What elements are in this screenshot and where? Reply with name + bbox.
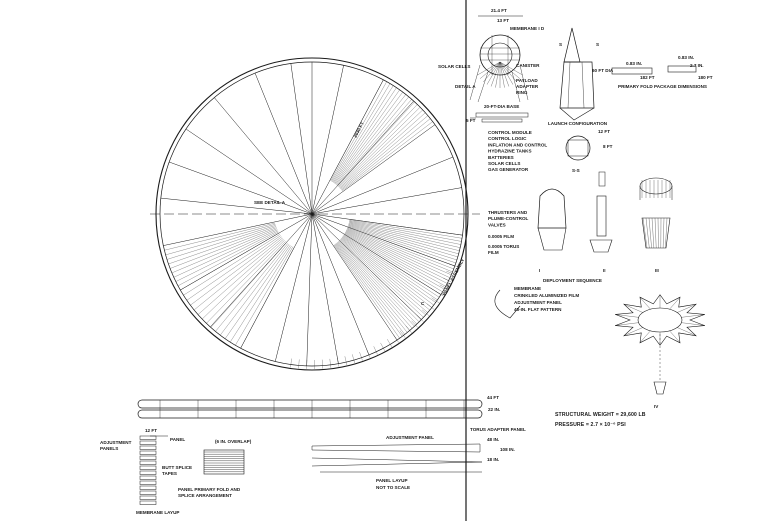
panel-layup-label: PANEL LAYUP (376, 478, 408, 483)
dim-c-label: 2.7 IN. (690, 63, 704, 68)
detail-c-label: C (421, 301, 425, 306)
ring-label: RING (516, 90, 528, 95)
text-line: CRINKLED ALUMINIZED FILM (514, 293, 579, 298)
text-line: GAS GENERATOR (488, 167, 529, 172)
dim-s-left: S (559, 42, 562, 47)
primary-fold-label: PANEL PRIMARY FOLD AND (178, 487, 241, 492)
height-60-label: 60 FT DIA (592, 68, 614, 73)
payload-label: PAYLOAD (516, 78, 538, 83)
deployment-sequence: I II III DEPLOYMENT SEQUENCE IV (537, 171, 705, 409)
text-line: 48-IN. FLAT PATTERN (514, 307, 562, 312)
membrane-panel-label: PANEL ASSEMBLY (441, 258, 465, 297)
overlap-label: (6 IN. OVERLAP) (215, 439, 252, 444)
dim-s-right: S (596, 42, 599, 47)
adapter-label: ADAPTER (516, 84, 539, 89)
splice-arrangement-label: SPLICE ARRANGEMENT (178, 493, 232, 498)
dim-d-label: 182 FT (640, 75, 655, 80)
text-line: INFLATION AND CONTROL (488, 142, 547, 147)
deploy-stage-1: I (539, 268, 540, 273)
panels-label: PANELS (100, 446, 118, 451)
tapes-label: TAPES (162, 471, 177, 476)
torus-band: 44 FT 22 IN. TORUS ADAPTER PANEL 48 IN. … (137, 395, 526, 490)
structural-weight: STRUCTURAL WEIGHT = 29,600 LB (555, 412, 646, 418)
solar-cells-label: SOLAR CELLS (438, 64, 470, 69)
text-line: SOLAR CELLS (488, 161, 520, 166)
launch-config-label: LAUNCH CONFIGURATION (548, 121, 608, 126)
text-line: MEMBRANE (514, 286, 541, 291)
canister-label: CANISTER (516, 63, 540, 68)
detail-a: 21.4 FT 13 FT MEMBRANE I D SOLAR CELLS C… (438, 8, 547, 255)
text-line: VALVES (488, 222, 506, 227)
see-detail-label: SEE DETAIL A (254, 200, 286, 205)
membrane-layup-label: MEMBRANE LAYUP (136, 510, 179, 515)
dim-18-label: 18 IN. (487, 457, 499, 462)
sf-label: 5 FT (466, 118, 476, 123)
deployment-sequence-label: DEPLOYMENT SEQUENCE (543, 278, 602, 283)
text-line: BATTERIES (488, 155, 514, 160)
width-13-label: 13 FT (497, 18, 509, 23)
base-label: 20-FT-DIA BASE (484, 104, 519, 109)
detail-a-caption: DETAIL A (455, 84, 476, 89)
dim-e-label: 180 FT (698, 75, 713, 80)
dim-12-label: 12 FT (145, 428, 157, 433)
text-line: THRUSTERS AND (488, 210, 528, 215)
adjustment-label: ADJUSTMENT (100, 440, 132, 445)
dim-44-label: 44 FT (487, 395, 499, 400)
torus-film-label: 0.0005 TORUS (488, 244, 519, 249)
membrane-layup: 12 FT PANEL ADJUSTMENT PANELS (6 IN. OVE… (100, 428, 252, 515)
text-line: CONTROL MODULE (488, 130, 532, 135)
membrane-id-label: MEMBRANE I D (510, 26, 545, 31)
text-line: ADJUSTMENT PANEL (514, 300, 562, 305)
text-line: CONTROL LOGIC (488, 136, 527, 141)
butt-splice-label: BUTT SPLICE (162, 465, 192, 470)
dim-48-label: 48 IN. (487, 437, 499, 442)
deploy-stage-3: III (655, 268, 659, 273)
torus-film-label-2: FILM (488, 250, 499, 255)
pressure-spec: PRESSURE = 2.7 × 10⁻⁶ PSI (555, 422, 626, 428)
deploy-stage-4: IV (654, 404, 659, 409)
not-to-scale-label: NOT TO SCALE (376, 485, 410, 490)
width-12-label: 12 FT (598, 129, 610, 134)
dim-108-label: 108 IN. (500, 447, 515, 452)
dim-b-label: 0.83 IN. (678, 55, 694, 60)
dim-22-label: 22 IN. (488, 407, 500, 412)
width-21-label: 21.4 FT (491, 8, 507, 13)
adjustment-panel-label: ADJUSTMENT PANEL (386, 435, 434, 440)
section-s-label: S-S (572, 168, 580, 173)
text-line: HYDRAZINE TANKS (488, 149, 532, 154)
film-label: 0.0005 FILM (488, 234, 514, 239)
fold-dims-label: PRIMARY FOLD PACKAGE DIMENSIONS (618, 84, 707, 89)
deploy-stage-2: II (603, 268, 606, 273)
launch-configuration: S S 60 FT DIA LAUNCH CONFIGURATION 12 FT… (548, 27, 713, 173)
solar-sail-disc: 2030 FT SEE DETAIL A PANEL ASSEMBLY C (150, 57, 480, 371)
torus-adapter-label: TORUS ADAPTER PANEL (470, 427, 526, 432)
text-line: PLUME-CONTROL (488, 216, 529, 221)
height-8-label: 8 FT (603, 144, 613, 149)
panel-label: PANEL (170, 437, 185, 442)
dim-a-label: 0.83 IN. (626, 61, 642, 66)
deployed-star (615, 294, 705, 382)
membrane-detail: MEMBRANE CRINKLED ALUMINIZED FILM ADJUSTME… (494, 286, 579, 319)
